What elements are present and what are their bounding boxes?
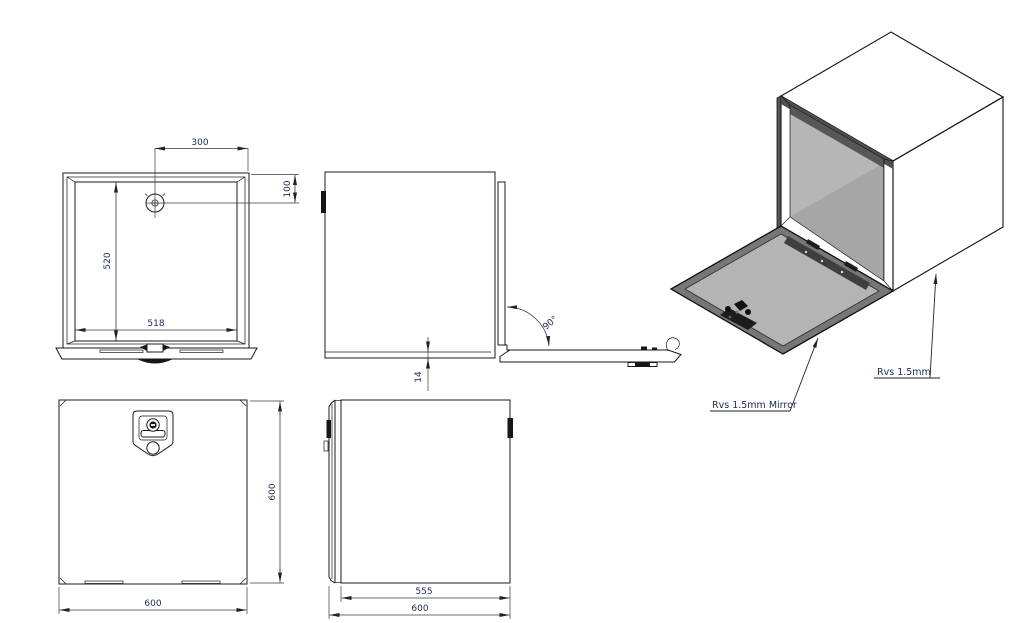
hinge-knuckle xyxy=(137,359,173,364)
dim-opening-width: 518 xyxy=(147,319,164,329)
lock-icon xyxy=(132,410,174,457)
view-side-open: 90° 14 xyxy=(321,171,682,391)
hinge-bar xyxy=(784,236,870,290)
frame-left-return xyxy=(776,95,782,231)
hinge-flange xyxy=(55,347,258,360)
lock-mechanism xyxy=(720,300,757,330)
callout-body-material: Rvs 1.5mm xyxy=(877,367,931,378)
frame-return xyxy=(497,181,506,346)
latch-keeper xyxy=(146,343,164,353)
door-hinge-mark xyxy=(326,420,331,438)
door-edge-profile xyxy=(328,399,336,584)
interior-floor xyxy=(790,154,884,281)
latch-hook xyxy=(666,337,680,352)
box-right-face xyxy=(892,96,1004,292)
open-door-profile xyxy=(499,349,682,363)
dim-box-width: 600 xyxy=(144,599,161,609)
dim-hole-offset-x: 300 xyxy=(191,138,208,148)
body-side-closed xyxy=(340,399,511,584)
view-isometric: Rvs 1.5mm Mirror Rvs 1.5mm xyxy=(669,31,1005,412)
door-opening xyxy=(74,181,238,342)
dim-inner-depth: 555 xyxy=(415,587,432,597)
dim-overall-depth: 600 xyxy=(411,604,428,614)
dim-hole-offset-y: 100 xyxy=(283,180,293,197)
view-front-open: 300 100 520 518 xyxy=(55,138,299,364)
dim-door-drop: 14 xyxy=(414,371,424,383)
dim-opening-height: 520 xyxy=(103,252,113,269)
door-panel xyxy=(58,399,248,585)
dim-box-height: 600 xyxy=(268,483,278,500)
view-front-closed: 600 600 xyxy=(58,399,284,614)
body-side xyxy=(324,171,496,359)
view-side-closed: 555 600 xyxy=(323,399,513,619)
hinge-pin xyxy=(321,191,326,213)
hinge-knuckle-left xyxy=(806,239,820,250)
rear-hinge-mark xyxy=(507,418,513,438)
hinge-knuckle-right xyxy=(844,261,858,272)
callout-door-material: Rvs 1.5mm Mirror xyxy=(712,400,797,411)
callout-door: Rvs 1.5mm Mirror xyxy=(710,337,819,412)
callout-body: Rvs 1.5mm xyxy=(874,273,940,379)
